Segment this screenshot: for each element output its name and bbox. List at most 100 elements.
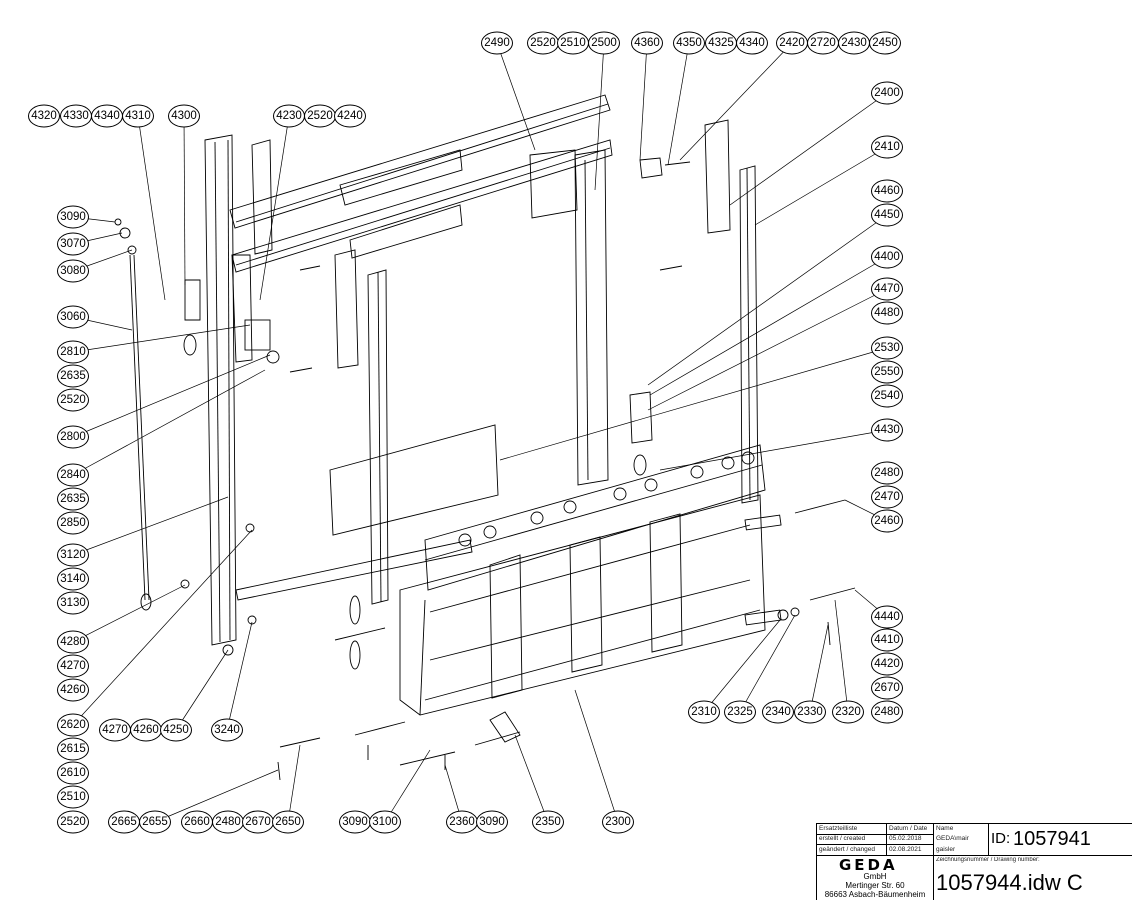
- part-number: 4270: [60, 660, 86, 672]
- part-callout[interactable]: 3090: [57, 205, 89, 229]
- part-callout[interactable]: 2340: [762, 700, 794, 724]
- part-callout[interactable]: 4340: [91, 104, 123, 128]
- part-callout[interactable]: 3060: [57, 305, 89, 329]
- part-callout[interactable]: 3090: [339, 810, 371, 834]
- part-callout[interactable]: 4330: [60, 104, 92, 128]
- part-callout[interactable]: 4260: [57, 678, 89, 702]
- part-callout[interactable]: 2620: [57, 713, 89, 737]
- part-callout[interactable]: 2665: [108, 810, 140, 834]
- part-number: 2500: [591, 37, 617, 49]
- part-callout[interactable]: 2410: [871, 135, 903, 159]
- part-callout[interactable]: 4325: [705, 31, 737, 55]
- part-callout[interactable]: 2635: [57, 487, 89, 511]
- part-callout[interactable]: 2550: [871, 360, 903, 384]
- part-number: 2520: [307, 110, 333, 122]
- part-callout[interactable]: 2360: [446, 810, 478, 834]
- callout-bubble: [272, 810, 304, 834]
- part-callout[interactable]: 4240: [334, 104, 366, 128]
- part-callout[interactable]: 2520: [304, 104, 336, 128]
- callout-bubble: [871, 179, 903, 203]
- part-callout[interactable]: 2670: [242, 810, 274, 834]
- part-callout[interactable]: 2655: [139, 810, 171, 834]
- part-callout[interactable]: 4250: [160, 718, 192, 742]
- part-callout[interactable]: 4360: [631, 31, 663, 55]
- callout-bubble: [871, 384, 903, 408]
- part-callout[interactable]: 4270: [57, 654, 89, 678]
- callout-bubble: [57, 340, 89, 364]
- part-callout[interactable]: 2480: [871, 700, 903, 724]
- part-callout[interactable]: 2520: [57, 810, 89, 834]
- part-callout[interactable]: 2635: [57, 364, 89, 388]
- part-callout[interactable]: 2800: [57, 425, 89, 449]
- part-number: 4270: [102, 724, 128, 736]
- part-callout[interactable]: 2615: [57, 737, 89, 761]
- part-number: 2650: [275, 816, 301, 828]
- changed-label: geändert / changed: [819, 846, 876, 853]
- part-callout[interactable]: 2530: [871, 336, 903, 360]
- leader-line: [154, 769, 279, 823]
- part-callout[interactable]: 2480: [871, 461, 903, 485]
- part-callout[interactable]: 2670: [871, 676, 903, 700]
- part-callout[interactable]: 2325: [724, 700, 756, 724]
- part-callout[interactable]: 2520: [527, 31, 559, 55]
- part-callout[interactable]: 2720: [807, 31, 839, 55]
- part-callout[interactable]: 4470: [871, 277, 903, 301]
- part-callout[interactable]: 2850: [57, 511, 89, 535]
- part-callout[interactable]: 2540: [871, 384, 903, 408]
- part-number: 4250: [163, 724, 189, 736]
- part-callout[interactable]: 4420: [871, 652, 903, 676]
- part-callout[interactable]: 4440: [871, 605, 903, 629]
- part-callout[interactable]: 3100: [369, 810, 401, 834]
- callout-bubble: [688, 700, 720, 724]
- part-callout[interactable]: 4430: [871, 418, 903, 442]
- part-callout[interactable]: 2400: [871, 81, 903, 105]
- part-callout[interactable]: 3240: [211, 718, 243, 742]
- part-callout[interactable]: 2500: [588, 31, 620, 55]
- part-callout[interactable]: 3070: [57, 232, 89, 256]
- part-callout[interactable]: 4450: [871, 203, 903, 227]
- part-callout[interactable]: 4300: [168, 104, 200, 128]
- part-callout[interactable]: 4310: [122, 104, 154, 128]
- part-callout[interactable]: 2470: [871, 485, 903, 509]
- part-callout[interactable]: 2420: [776, 31, 808, 55]
- part-callout[interactable]: 3140: [57, 567, 89, 591]
- part-callout[interactable]: 2510: [557, 31, 589, 55]
- part-callout[interactable]: 2310: [688, 700, 720, 724]
- part-callout[interactable]: 2840: [57, 463, 89, 487]
- part-callout[interactable]: 4480: [871, 301, 903, 325]
- part-number: 4240: [337, 110, 363, 122]
- part-callout[interactable]: 2350: [532, 810, 564, 834]
- callout-bubble: [631, 31, 663, 55]
- part-callout[interactable]: 4350: [673, 31, 705, 55]
- part-number: 4230: [276, 110, 302, 122]
- part-callout[interactable]: 2300: [602, 810, 634, 834]
- part-callout[interactable]: 2460: [871, 509, 903, 533]
- part-callout[interactable]: 3090: [476, 810, 508, 834]
- part-callout[interactable]: 4400: [871, 245, 903, 269]
- part-callout[interactable]: 4260: [130, 718, 162, 742]
- part-callout[interactable]: 3080: [57, 259, 89, 283]
- part-callout[interactable]: 2520: [57, 388, 89, 412]
- part-callout[interactable]: 2320: [832, 700, 864, 724]
- part-callout[interactable]: 2330: [794, 700, 826, 724]
- part-callout[interactable]: 3120: [57, 543, 89, 567]
- part-callout[interactable]: 2510: [57, 785, 89, 809]
- part-callout[interactable]: 2450: [869, 31, 901, 55]
- part-callout[interactable]: 2490: [481, 31, 513, 55]
- part-callout[interactable]: 2430: [838, 31, 870, 55]
- leader-line: [496, 42, 536, 151]
- part-callout[interactable]: 2610: [57, 761, 89, 785]
- part-callout[interactable]: 4340: [736, 31, 768, 55]
- part-callout[interactable]: 4280: [57, 630, 89, 654]
- part-callout[interactable]: 2650: [272, 810, 304, 834]
- part-callout[interactable]: 3130: [57, 591, 89, 615]
- part-callout[interactable]: 2480: [212, 810, 244, 834]
- part-callout[interactable]: 2660: [181, 810, 213, 834]
- part-callout[interactable]: 4460: [871, 179, 903, 203]
- part-number: 2480: [874, 467, 900, 479]
- part-callout[interactable]: 4270: [99, 718, 131, 742]
- part-callout[interactable]: 2810: [57, 340, 89, 364]
- part-callout[interactable]: 4410: [871, 628, 903, 652]
- part-callout[interactable]: 4320: [28, 104, 60, 128]
- part-callout[interactable]: 4230: [273, 104, 305, 128]
